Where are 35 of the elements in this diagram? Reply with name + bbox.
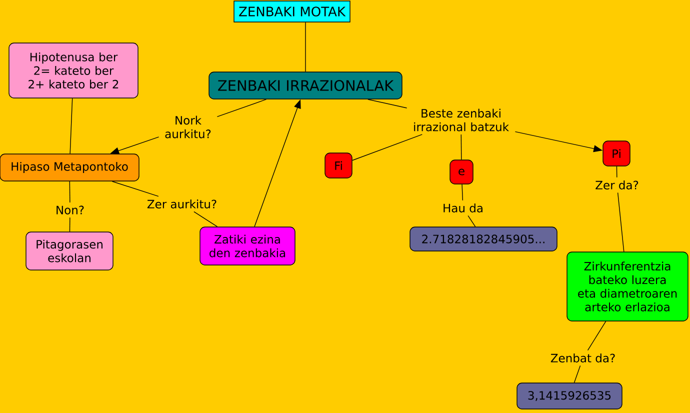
- linking-phrase: Zenbat da?: [550, 354, 615, 362]
- concept-box: ZENBAKI IRRAZIONALAK: [208, 72, 402, 100]
- connector-line: [69, 217, 70, 232]
- linking-phrase: Beste zenbaki irrazional batzuk: [414, 108, 509, 132]
- concept-box: Pitagorasen eskolan: [26, 232, 114, 270]
- connector-line: [574, 365, 581, 383]
- connector-line: [462, 184, 464, 201]
- linking-phrase: Zer aurkitu?: [147, 200, 216, 208]
- connector-line: [460, 134, 462, 160]
- connector-line: [69, 181, 70, 203]
- linking-phrase: Nork aurkitu?: [165, 116, 211, 138]
- connector-line: [194, 211, 218, 227]
- concept-box: 2.71828182845905...: [410, 226, 558, 252]
- connector-line: [352, 134, 422, 161]
- concept-box: Fi: [324, 152, 352, 178]
- connector-line: [617, 192, 624, 252]
- connector-line: [587, 321, 606, 351]
- linking-phrase: Hau da: [444, 204, 482, 212]
- connector-line: [216, 99, 267, 118]
- concept-box: e: [450, 160, 474, 184]
- connector-line: [368, 99, 408, 108]
- concept-box: Hipotenusa ber 2= kateto ber 2+ kateto ber 2: [8, 42, 138, 98]
- connector-line: [305, 22, 306, 72]
- connector-line: [112, 181, 159, 197]
- connector-line: [468, 215, 476, 227]
- connector-line: [70, 98, 73, 154]
- concept-box: Zatiki ezina den zenbakia: [200, 226, 296, 266]
- title-box: ZENBAKI MOTAK: [234, 0, 350, 22]
- connector-line: [616, 166, 618, 178]
- concept-box: 3,1415926535: [516, 382, 622, 410]
- linking-phrase: Non?: [56, 206, 84, 214]
- concept-box: Zirkunferentzia bateko luzera eta diametroaren arteko erlazioa: [566, 252, 688, 322]
- concept-box: Pi: [602, 140, 630, 166]
- concept-box: Hipaso Metapontoko: [0, 154, 140, 182]
- linking-phrase: Zer da?: [596, 180, 638, 190]
